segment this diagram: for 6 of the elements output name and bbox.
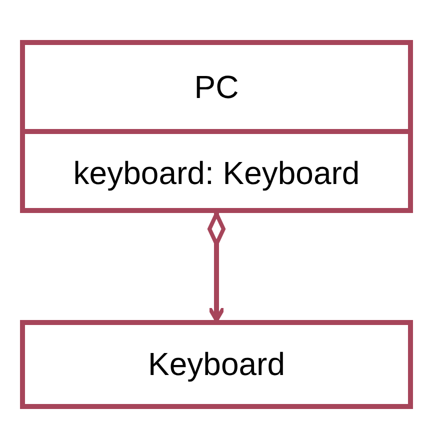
aggregation-arrow [208,212,226,322]
class-box [20,40,413,213]
class-name: Keyboard [148,346,285,383]
class-box [20,320,413,409]
class-attribute: keyboard: Keyboard [73,155,360,192]
class-name: PC [194,68,239,106]
